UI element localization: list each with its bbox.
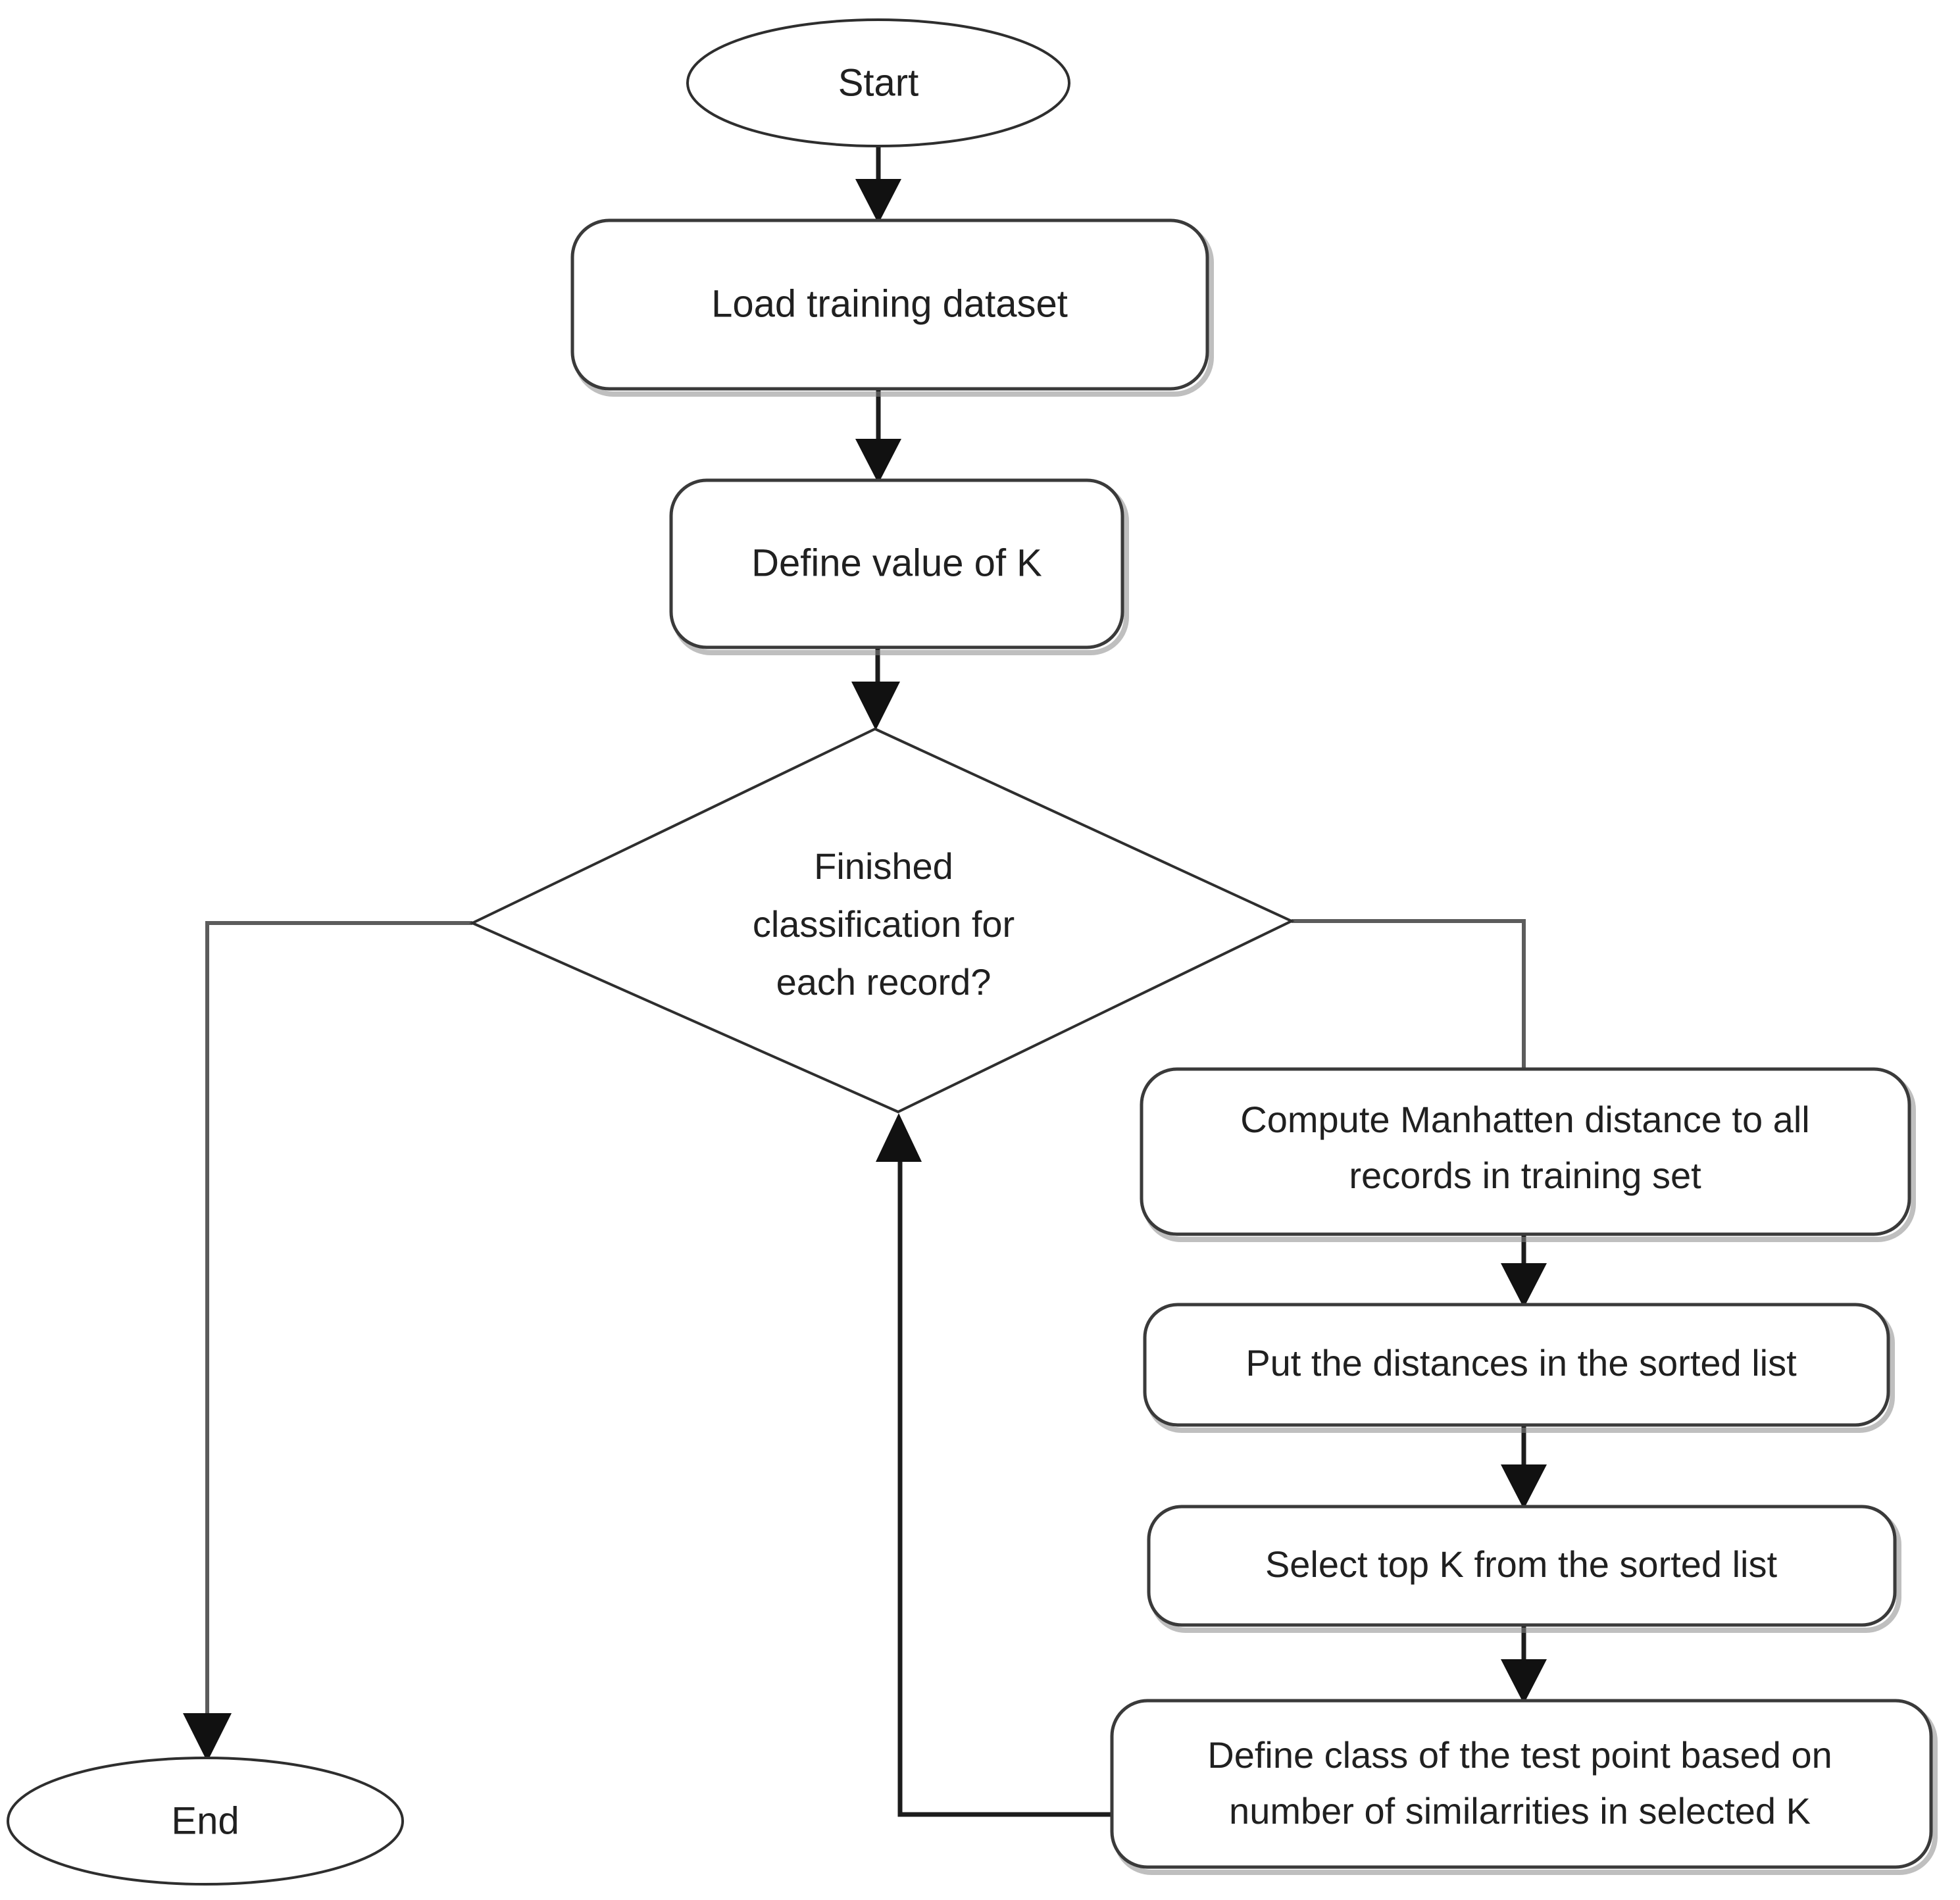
- select-top-k-label: Select top K from the sorted list: [1265, 1543, 1778, 1585]
- load-training-dataset-label: Load training dataset: [711, 282, 1068, 325]
- compute-box: [1140, 1067, 1911, 1236]
- arrowhead-icon: [183, 1713, 232, 1762]
- edge-load-to-definek: [855, 390, 901, 484]
- node-select-top-k[interactable]: Select top K from the sorted list: [1147, 1505, 1901, 1633]
- arrowhead-icon: [855, 179, 901, 224]
- node-start[interactable]: Start: [686, 18, 1070, 147]
- node-load-training-dataset[interactable]: Load training dataset: [570, 218, 1214, 397]
- put-distances-label: Put the distances in the sorted list: [1245, 1342, 1797, 1384]
- node-finished-classification[interactable]: Finished classification for each record?: [469, 727, 1295, 1114]
- define-k-box: [669, 478, 1124, 649]
- compute-label-line-1: Compute Manhatten distance to all: [1240, 1099, 1809, 1140]
- edge-select-to-defineclass: [1501, 1626, 1547, 1704]
- define-value-of-k-label: Define value of K: [751, 541, 1042, 584]
- arrowhead-icon: [1501, 1659, 1547, 1704]
- define-class-box: [1110, 1699, 1933, 1869]
- compute-label-line-2: records in training set: [1349, 1155, 1701, 1196]
- arrowhead-icon: [855, 439, 901, 484]
- start-label: Start: [838, 61, 919, 104]
- edge-defineclass-back-to-decision: [876, 1113, 1112, 1817]
- edge-decision-to-compute: [1292, 919, 1526, 1071]
- end-label: End: [171, 1799, 239, 1842]
- arrowhead-icon: [1501, 1263, 1547, 1308]
- edge-put-to-select: [1501, 1426, 1547, 1509]
- select-box: [1147, 1505, 1897, 1627]
- edge-decision-to-end: [183, 921, 472, 1762]
- put-box: [1143, 1303, 1890, 1427]
- edge-compute-to-put: [1501, 1236, 1547, 1308]
- node-define-class-test-point[interactable]: Define class of the test point based on …: [1110, 1699, 1938, 1875]
- define-class-label-line-1: Define class of the test point based on: [1207, 1734, 1832, 1776]
- arrowhead-icon: [1501, 1464, 1547, 1509]
- define-class-label-line-2: number of similarrities in selected K: [1229, 1790, 1811, 1832]
- node-compute-manhatten-distance[interactable]: Compute Manhatten distance to all record…: [1140, 1067, 1916, 1242]
- end-ellipse: [7, 1757, 404, 1886]
- decision-label-line-3: each record?: [776, 961, 992, 1003]
- arrowhead-icon: [851, 682, 900, 730]
- start-ellipse: [686, 18, 1070, 147]
- load-box: [570, 218, 1209, 391]
- edge-definek-to-decision: [851, 649, 900, 730]
- decision-label-line-1: Finished: [814, 845, 953, 887]
- decision-diamond: [469, 727, 1295, 1114]
- node-define-value-of-k[interactable]: Define value of K: [669, 478, 1129, 655]
- node-put-distances-sorted-list[interactable]: Put the distances in the sorted list: [1143, 1303, 1895, 1433]
- decision-label-line-2: classification for: [753, 903, 1015, 945]
- node-end[interactable]: End: [7, 1757, 404, 1886]
- edge-start-to-load: [855, 146, 901, 224]
- arrowhead-icon: [876, 1113, 922, 1162]
